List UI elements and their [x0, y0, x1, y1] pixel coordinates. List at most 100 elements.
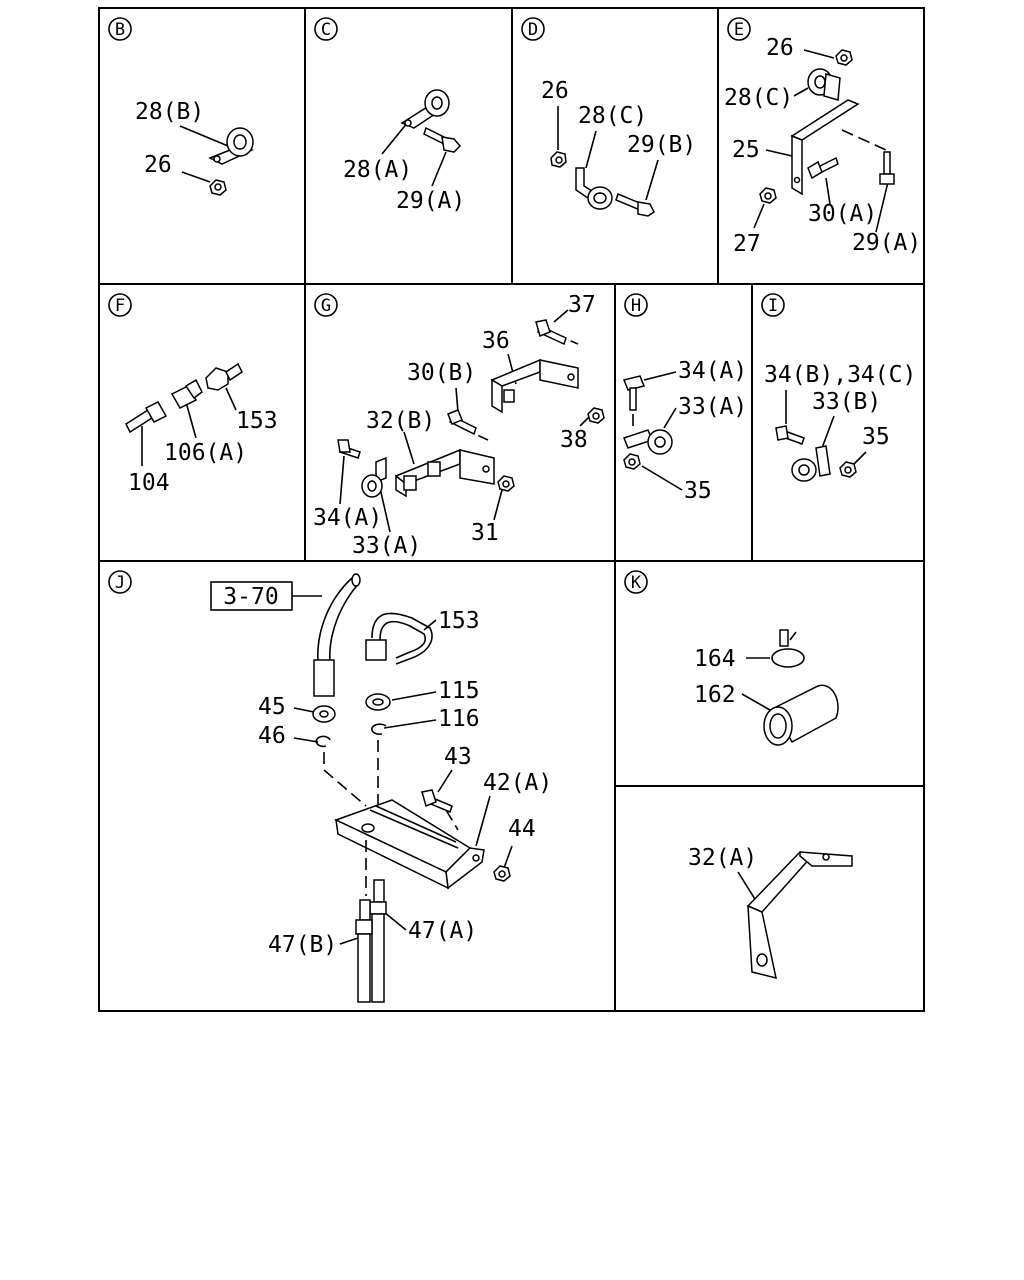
label-28a: 28(A) — [343, 157, 412, 183]
clip-part — [400, 89, 450, 129]
section-d-letter: D — [528, 20, 538, 40]
nut-part — [550, 151, 567, 168]
clip-part — [623, 429, 673, 455]
label-34a: 34(A) — [678, 358, 747, 384]
label-153: 153 — [438, 608, 480, 634]
washer-part — [371, 723, 387, 735]
label-34bc: 34(B),34(C) — [764, 362, 916, 388]
label-29a: 29(A) — [396, 188, 465, 214]
nut-part — [623, 453, 641, 470]
label-26: 26 — [541, 78, 569, 104]
label-26: 26 — [144, 152, 172, 178]
label-30b: 30(B) — [407, 360, 476, 386]
nut-part — [587, 407, 605, 424]
section-g-letter: G — [321, 296, 331, 316]
label-32a: 32(A) — [688, 845, 757, 871]
section-b-letter: B — [115, 20, 125, 40]
bolt-part — [421, 789, 453, 814]
fitting-part — [125, 362, 243, 434]
nut-part — [759, 187, 777, 204]
nut-part — [365, 693, 391, 711]
label-43: 43 — [444, 744, 472, 770]
section-g: G 37 36 30(B) 32(B) 38 34(A) 33(A) 31 — [313, 292, 605, 559]
label-29a: 29(A) — [852, 230, 921, 256]
clamp-part — [771, 629, 805, 668]
label-42a: 42(A) — [483, 770, 552, 796]
label-45: 45 — [258, 694, 286, 720]
label-33b: 33(B) — [812, 389, 881, 415]
clip-part — [361, 456, 387, 498]
bolt-part — [775, 425, 805, 445]
section-f-letter: F — [115, 296, 125, 316]
section-bracket-32a: 32(A) — [688, 845, 853, 980]
bracket-part — [334, 799, 485, 890]
reference-label: 3-70 — [223, 584, 278, 610]
section-j: J 3-70 153 115 45 116 46 43 42(A) 44 47(… — [108, 570, 552, 1003]
bracket-part — [790, 99, 860, 196]
label-47a: 47(A) — [408, 918, 477, 944]
section-i: I 34(B),34(C) 33(B) 35 — [761, 293, 916, 482]
nut-part — [312, 705, 336, 723]
label-34a: 34(A) — [313, 505, 382, 531]
label-106a: 106(A) — [164, 440, 247, 466]
clip-part — [575, 167, 613, 210]
panel-grid — [98, 7, 925, 1012]
pipe-part — [365, 612, 433, 665]
bolt-part — [447, 409, 477, 436]
section-h-letter: H — [631, 296, 641, 316]
nut-part — [839, 461, 857, 478]
nut-part — [493, 865, 511, 882]
label-28c: 28(C) — [578, 103, 647, 129]
label-35: 35 — [684, 478, 712, 504]
label-33a: 33(A) — [352, 533, 421, 559]
section-d: D 26 28(C) 29(B) — [521, 17, 696, 217]
label-28b: 28(B) — [135, 99, 204, 125]
label-47b: 47(B) — [268, 932, 337, 958]
label-32b: 32(B) — [366, 408, 435, 434]
clip-part — [208, 127, 255, 165]
bracket-part — [490, 358, 579, 414]
section-e: E 26 28(C) 25 27 30(A) 29(A) — [724, 17, 921, 257]
section-h: H 34(A) 33(A) 35 — [622, 293, 747, 504]
section-j-letter: J — [115, 573, 125, 593]
clip-part — [791, 445, 831, 482]
label-36: 36 — [482, 328, 510, 354]
section-c-letter: C — [321, 20, 331, 40]
bolt-part — [879, 151, 895, 185]
bolt-part — [423, 126, 462, 153]
label-37: 37 — [568, 292, 596, 318]
label-44: 44 — [508, 816, 536, 842]
section-i-letter: I — [768, 296, 778, 316]
label-25: 25 — [732, 137, 760, 163]
label-46: 46 — [258, 723, 286, 749]
section-b: B 28(B) 26 — [108, 17, 255, 196]
section-k: K 164 162 — [624, 570, 839, 746]
bolt-part — [622, 375, 646, 411]
label-38: 38 — [560, 427, 588, 453]
label-29b: 29(B) — [627, 132, 696, 158]
label-164: 164 — [694, 646, 736, 672]
label-153: 153 — [236, 408, 278, 434]
section-c: C 28(A) 29(A) — [314, 17, 465, 214]
bolt-part — [535, 319, 567, 346]
label-116: 116 — [438, 706, 480, 732]
label-115: 115 — [438, 678, 480, 704]
section-f: F 153 106(A) 104 — [108, 293, 278, 496]
sleeve-part — [763, 684, 839, 746]
fitting-part — [369, 879, 387, 1003]
label-31: 31 — [471, 520, 499, 546]
label-33a: 33(A) — [678, 394, 747, 420]
nut-part — [209, 179, 227, 196]
label-30a: 30(A) — [808, 201, 877, 227]
label-26: 26 — [766, 35, 794, 61]
nut-part — [497, 475, 515, 492]
label-104: 104 — [128, 470, 170, 496]
bolt-part — [615, 192, 655, 217]
label-35: 35 — [862, 424, 890, 450]
bracket-part — [746, 851, 853, 980]
label-27: 27 — [733, 231, 761, 257]
nut-part — [835, 49, 853, 66]
bolt-part — [807, 156, 839, 180]
washer-part — [315, 735, 331, 748]
